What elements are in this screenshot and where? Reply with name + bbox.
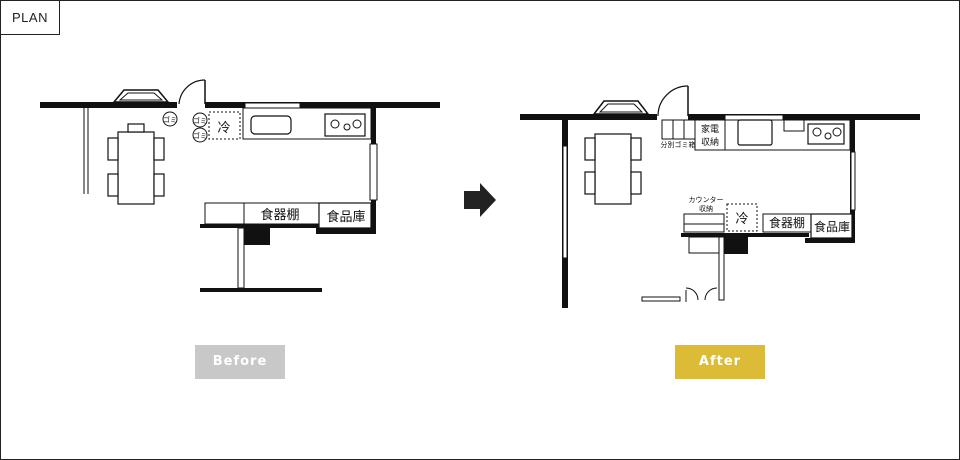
before-trash-label-3: ゴミ [193, 131, 207, 140]
after-pantry [810, 213, 853, 239]
before-sink-icon [250, 115, 292, 135]
after-appliance-label-1: 家電 [701, 123, 719, 135]
after-counter-storage-label-1: カウンター [689, 195, 724, 204]
plan-tab: PLAN [1, 1, 60, 35]
after-double-door-icon [685, 287, 718, 302]
after-fridge-label: 冷 [735, 212, 748, 227]
after-fridge [726, 203, 758, 232]
before-trash-bin-2: ゴミ [192, 112, 208, 128]
before-lower-column [244, 228, 270, 245]
before-stove-icon [324, 113, 366, 137]
after-sink-icon [737, 119, 773, 146]
after-appliance-storage [694, 119, 726, 151]
before-lower-wall [200, 288, 322, 292]
after-counter-storage [683, 213, 725, 233]
after-pantry-label: 食品庫 [814, 219, 850, 234]
before-bottom-wall [200, 224, 320, 228]
after-top-wall [520, 114, 657, 120]
before-cupboard-label: 食器棚 [260, 207, 299, 223]
after-bottom-wall-right [805, 238, 855, 243]
after-plan: 分別ゴミ箱 家電 収納 カウンター 収納 冷 食器棚 食品庫 [520, 85, 920, 308]
before-door-icon [178, 79, 206, 105]
before-pantry-label: 食品庫 [326, 209, 365, 225]
before-trash-bin-3: ゴミ [192, 127, 208, 143]
before-lower-partition [237, 227, 245, 289]
before-top-wall [40, 102, 177, 108]
after-appliance-label-2: 収納 [701, 136, 719, 148]
after-top-wall-right [688, 114, 920, 120]
before-right-window [369, 143, 378, 201]
after-door-icon [657, 85, 689, 117]
before-top-wall-right [205, 102, 440, 108]
after-right-window [850, 151, 856, 211]
after-sorted-trash-label: 分別ゴミ箱 [661, 140, 696, 149]
after-left-window [562, 145, 568, 259]
before-trash-label-1: ゴミ [163, 115, 177, 124]
before-fridge-label: 冷 [217, 121, 230, 136]
after-counter-storage-label-2: 収納 [699, 204, 713, 213]
before-plan: ゴミ ゴミ ゴミ 冷 食器棚 [40, 79, 440, 292]
after-lower-partition [718, 236, 725, 301]
before-pantry [318, 202, 372, 229]
after-lower-cabinet [688, 236, 720, 254]
before-window-icon [112, 89, 170, 103]
before-trash-bin-1: ゴミ [162, 111, 178, 127]
before-trash-label-2: ゴミ [193, 116, 207, 125]
after-dining-table [584, 133, 642, 205]
before-cupboard-small [204, 202, 245, 225]
after-sorted-trash-bins [661, 119, 696, 140]
right-arrow-icon [464, 183, 496, 217]
before-window-2 [244, 102, 301, 109]
before-bottom-wall-right [316, 228, 376, 234]
after-bottom-wall [681, 233, 809, 237]
before-badge: Before [195, 345, 285, 379]
after-cupboard-label: 食器棚 [769, 215, 805, 230]
before-dining-table [107, 123, 165, 205]
after-small-cabinet [783, 119, 805, 132]
after-lower-column [722, 237, 748, 254]
after-window-icon [592, 100, 650, 115]
before-fridge [208, 111, 241, 140]
after-window-2 [724, 114, 784, 121]
after-badge: After [675, 345, 765, 379]
after-lower-bench [641, 296, 681, 302]
after-stove-icon [807, 123, 845, 145]
